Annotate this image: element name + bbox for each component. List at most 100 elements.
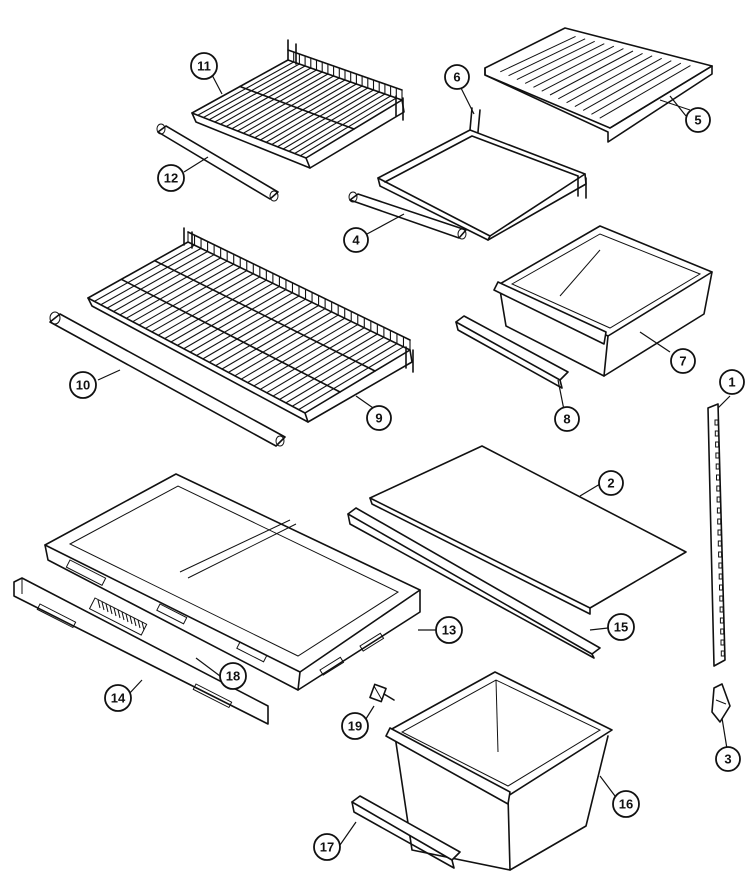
wire-bar bbox=[132, 263, 234, 323]
ladder-slot bbox=[715, 463, 720, 470]
dial-knurl bbox=[101, 601, 105, 611]
callout-11: 11 bbox=[190, 52, 218, 80]
wire-bar bbox=[285, 339, 391, 404]
wire-bar bbox=[126, 260, 228, 319]
wire-bar bbox=[272, 333, 378, 397]
callout-3: 3 bbox=[715, 746, 741, 772]
svg-text:3: 3 bbox=[724, 752, 731, 767]
callout-1: 1 bbox=[719, 369, 745, 395]
dial-knurl bbox=[121, 611, 125, 621]
ladder-slot bbox=[719, 595, 724, 602]
svg-text:19: 19 bbox=[348, 719, 362, 734]
part-7-drawer bbox=[493, 225, 713, 377]
wire-bar bbox=[151, 273, 254, 333]
wire-bar bbox=[119, 257, 221, 316]
svg-text:10: 10 bbox=[76, 378, 90, 393]
shelf-rib bbox=[599, 65, 691, 119]
svg-text:13: 13 bbox=[442, 623, 456, 638]
part-16-crisper-bin bbox=[385, 671, 613, 871]
svg-text:6: 6 bbox=[453, 70, 460, 85]
ladder-slot bbox=[716, 474, 720, 481]
wire-bar bbox=[145, 270, 248, 329]
dial-knurl bbox=[117, 609, 121, 619]
ladder-slot bbox=[719, 606, 724, 613]
svg-text:8: 8 bbox=[563, 412, 570, 427]
part-9-wire-shelf-large bbox=[87, 227, 414, 423]
wire-bar bbox=[215, 305, 319, 367]
wire-bar bbox=[208, 301, 313, 363]
svg-text:2: 2 bbox=[607, 476, 614, 491]
shelf-rib bbox=[591, 62, 682, 115]
shelf-rib bbox=[574, 57, 662, 108]
part-11-wire-shelf-small bbox=[191, 39, 405, 169]
wire-bar bbox=[298, 346, 404, 411]
shelf-rib bbox=[500, 35, 576, 73]
dial-knurl bbox=[97, 599, 101, 609]
part-8-rail bbox=[455, 315, 569, 389]
shelf-rib bbox=[533, 45, 615, 88]
dial-knurl bbox=[105, 603, 109, 613]
ladder-slot bbox=[720, 650, 725, 657]
ladder-slot bbox=[714, 430, 719, 437]
shelf-rib bbox=[558, 52, 643, 100]
wire-bar bbox=[279, 336, 385, 400]
wire-bar bbox=[100, 247, 202, 306]
svg-text:1: 1 bbox=[728, 375, 735, 390]
wire-bar bbox=[170, 282, 274, 343]
ladder-slot bbox=[720, 628, 725, 635]
ladder-slot bbox=[719, 617, 724, 624]
ladder-slot bbox=[718, 562, 723, 569]
svg-text:11: 11 bbox=[197, 59, 211, 74]
callout-12: 12 bbox=[157, 164, 185, 192]
wire-bar bbox=[106, 251, 208, 309]
svg-text:12: 12 bbox=[164, 171, 178, 186]
ladder-slot bbox=[717, 518, 722, 525]
shelf-rib bbox=[582, 60, 672, 111]
callout-19: 19 bbox=[341, 712, 369, 740]
shelf-rib bbox=[516, 40, 595, 81]
wire-bar bbox=[113, 254, 215, 313]
callout-2: 2 bbox=[598, 470, 624, 496]
part-14-front-panel bbox=[13, 577, 269, 725]
part-1-ladder-support bbox=[707, 403, 726, 667]
wire-bar bbox=[189, 292, 293, 353]
ladder-slot bbox=[716, 496, 721, 503]
svg-text:9: 9 bbox=[375, 411, 382, 426]
wire-bar bbox=[196, 295, 300, 356]
back-rail bbox=[287, 49, 403, 91]
ladder-slot bbox=[717, 529, 722, 536]
ladder-slot bbox=[718, 551, 723, 558]
callout-18: 18 bbox=[219, 662, 247, 690]
wire-bar bbox=[234, 314, 339, 377]
callout-6: 6 bbox=[444, 64, 470, 90]
ladder-slot bbox=[718, 573, 723, 580]
ladder-slot bbox=[715, 452, 720, 459]
dial-knurl bbox=[129, 615, 133, 625]
part-18-control-strip bbox=[88, 597, 148, 636]
wire-crossbar bbox=[120, 278, 341, 393]
callout-17: 17 bbox=[313, 833, 341, 861]
wire-crossbar bbox=[153, 259, 376, 372]
callout-13: 13 bbox=[435, 616, 463, 644]
shelf-rib bbox=[524, 43, 605, 84]
dial-knurl bbox=[137, 619, 141, 629]
callout-9: 9 bbox=[366, 405, 392, 431]
ladder-slot bbox=[716, 485, 721, 492]
callout-14: 14 bbox=[104, 684, 132, 712]
dial-knurl bbox=[125, 613, 129, 623]
dial-knurl bbox=[133, 617, 137, 627]
part-2-glass-panel bbox=[369, 445, 687, 615]
wire-bar bbox=[247, 320, 352, 384]
wire-bar bbox=[228, 311, 332, 373]
wire-bar bbox=[202, 298, 306, 360]
wire-bar bbox=[260, 327, 365, 390]
part-5-shelf-panel bbox=[484, 27, 713, 143]
part-4-trim-rod bbox=[348, 191, 467, 240]
svg-text:14: 14 bbox=[111, 691, 126, 706]
wire-bar bbox=[157, 276, 261, 336]
wire-bar bbox=[177, 285, 280, 346]
wire-bar bbox=[291, 343, 398, 407]
wire-bar bbox=[240, 317, 345, 380]
